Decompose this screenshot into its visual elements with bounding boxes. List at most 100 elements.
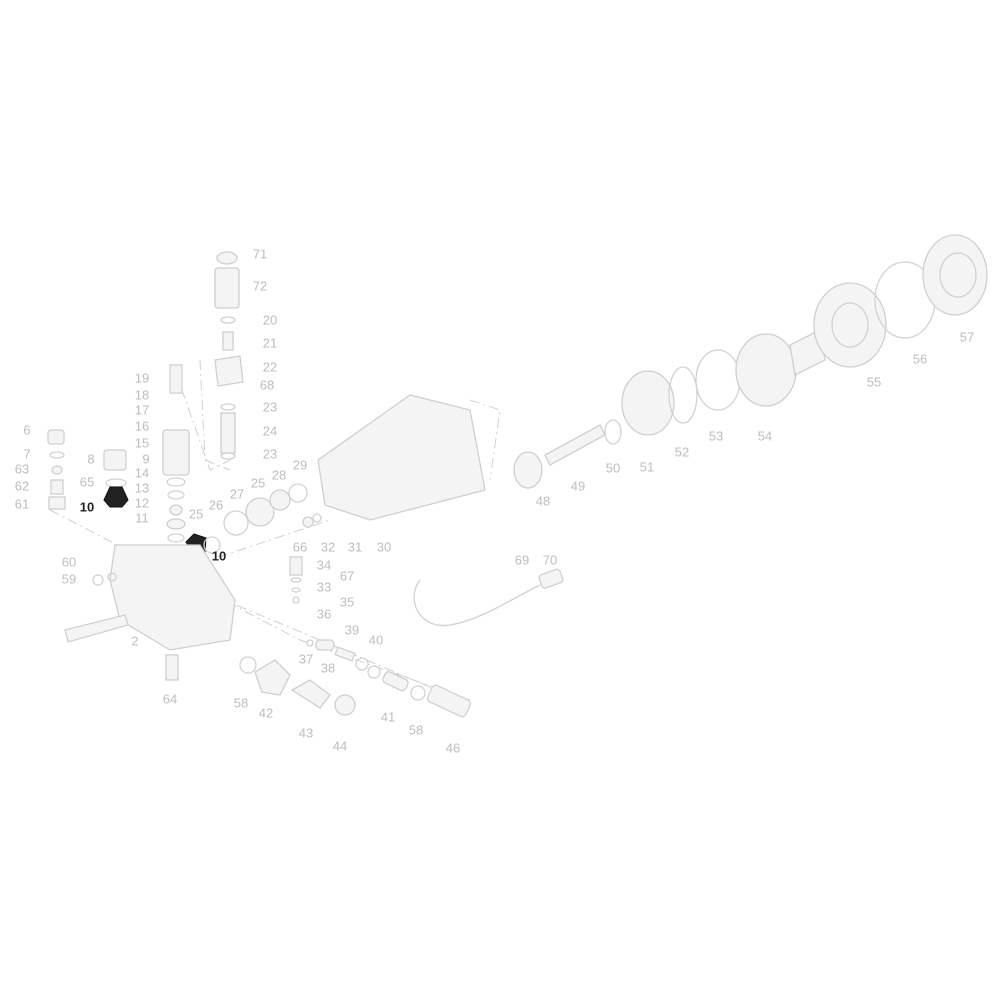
part-24 [220,412,236,454]
label-18: 18 [135,387,149,402]
label-52: 52 [675,444,689,459]
label-27: 27 [230,486,244,501]
label-10-highlighted[interactable]: 10 [212,548,226,563]
label-15: 15 [135,435,149,450]
label-24: 24 [263,423,277,438]
label-68: 68 [260,377,274,392]
part-23b [220,452,236,460]
label-48: 48 [536,493,550,508]
label-41: 41 [381,709,395,724]
label-21: 21 [263,335,277,350]
label-59: 59 [62,571,76,586]
part-71 [216,251,238,265]
part-2-manifold [109,544,236,651]
label-34: 34 [317,557,331,572]
part-22 [214,355,244,387]
label-38: 38 [321,660,335,675]
label-33: 33 [317,579,331,594]
label-50: 50 [606,460,620,475]
label-54: 54 [758,428,772,443]
part-8 [103,449,127,471]
label-7: 7 [23,446,30,461]
parts [47,234,988,718]
part-69-hose [413,579,541,627]
label-25: 25 [251,475,265,490]
part-64 [165,654,179,681]
label-65: 65 [80,474,94,489]
part-labels: 71 72 20 21 22 68 23 24 23 19 18 17 16 1… [15,246,974,755]
label-70: 70 [543,552,557,567]
label-26: 26 [209,497,223,512]
label-71: 71 [253,246,267,261]
label-14: 14 [135,465,149,480]
label-20: 20 [263,312,277,327]
label-32: 32 [321,539,335,554]
part-42 [254,659,291,696]
part-49 [544,424,606,466]
label-29: 29 [293,457,307,472]
part-57 [922,234,988,316]
part-48 [513,451,543,489]
part-72 [214,267,240,309]
label-44: 44 [333,738,347,753]
label-28: 28 [272,467,286,482]
label-19: 19 [135,370,149,385]
label-17: 17 [135,402,149,417]
part-55 [813,282,887,368]
part-20 [220,316,236,324]
label-2: 2 [131,633,138,648]
label-64: 64 [163,691,177,706]
label-40: 40 [369,632,383,647]
label-58: 58 [234,695,248,710]
label-56: 56 [913,351,927,366]
label-36: 36 [317,606,331,621]
part-15 [162,429,190,476]
label-37: 37 [299,651,313,666]
label-35: 35 [340,594,354,609]
part-70 [538,568,564,589]
label-67: 67 [340,568,354,583]
label-30: 30 [377,539,391,554]
label-11: 11 [135,510,149,525]
part-19 [169,364,183,394]
label-72: 72 [253,278,267,293]
part-30-crankcase [317,394,486,521]
part-21 [222,331,234,351]
label-60: 60 [62,554,76,569]
part-23a [220,403,236,411]
label-46: 46 [446,740,460,755]
label-42: 42 [259,705,273,720]
label-55: 55 [867,374,881,389]
part-44 [334,694,356,716]
label-57: 57 [960,329,974,344]
part-34 [289,556,303,576]
part-51 [621,370,675,436]
part-10-highlighted-left [103,486,129,508]
label-10-highlighted[interactable]: 10 [80,499,94,514]
label-23: 23 [263,446,277,461]
label-23: 23 [263,399,277,414]
label-31: 31 [348,539,362,554]
label-6: 6 [23,422,30,437]
label-39: 39 [345,622,359,637]
label-43: 43 [299,725,313,740]
label-58: 58 [409,722,423,737]
part-43 [290,679,331,709]
label-13: 13 [135,480,149,495]
label-62: 62 [15,478,29,493]
label-63: 63 [15,461,29,476]
part-46 [426,684,472,718]
label-8: 8 [87,451,94,466]
label-16: 16 [135,418,149,433]
label-9: 9 [142,451,149,466]
part-54 [735,333,797,407]
label-51: 51 [640,459,654,474]
label-49: 49 [571,478,585,493]
part-6 [47,429,65,445]
label-61: 61 [15,496,29,511]
label-25: 25 [189,506,203,521]
label-22: 22 [263,359,277,374]
label-12: 12 [135,495,149,510]
